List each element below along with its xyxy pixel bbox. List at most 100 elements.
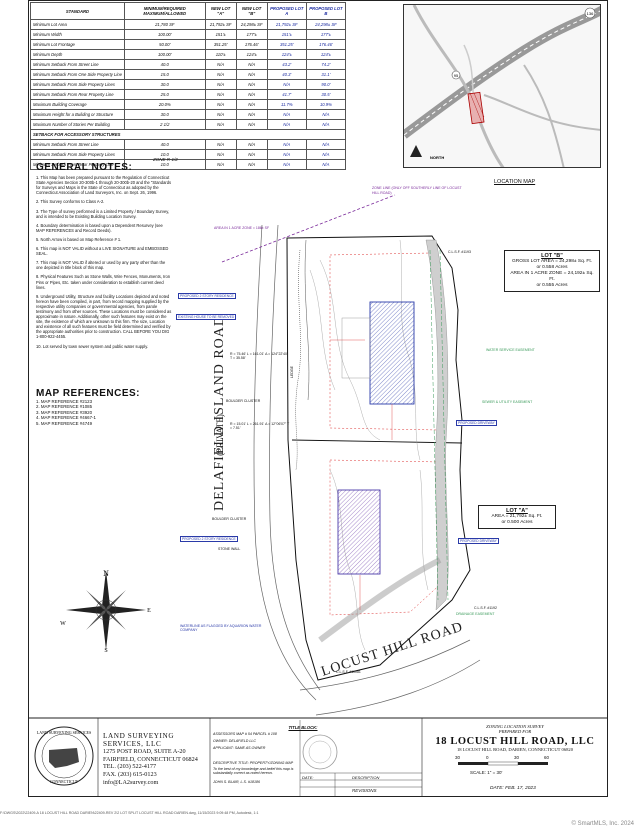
zoning-row: Minimum Setback From Side Property Lines… [30,79,347,90]
general-notes: GENERAL NOTES: 1. This Map has been prep… [36,162,172,353]
applicant: APPLICANT: SAME AS OWNER [213,746,266,750]
zoning-cell: Minimum Setback From Side Property Lines [30,149,125,160]
zoning-cell: Minimum Setback From One Side Property L… [30,69,125,80]
zoning-row: Minimum Setback From One Side Property L… [30,69,347,80]
north-arrow-icon [410,145,422,157]
assessors-ref: ASSESSORS MAP # 54 PARCEL # 108 [213,732,277,736]
title-block-heading: TITLE BLOCK: [288,725,318,730]
curve-data-label-1: R = 75.46' L = 161.01' Δ = 124°22'40" T … [230,352,289,361]
proposed-residence-label-b: PROPOSED 2 STORY RESIDENCE [178,293,236,299]
zoning-cell: 124'± [305,49,347,60]
zoning-cell: N/A [235,99,268,110]
general-note: 1. This Map has been prepared pursuant t… [36,175,172,196]
zoning-cell: N/A [305,149,347,160]
connecticut-shape-icon [49,748,79,768]
prepared-for: PREPARED FOR [498,729,532,734]
lot-b-title: LOT "B" [541,253,563,259]
certification: To the best of my knowledge and belief t… [213,767,294,775]
zoning-cell: N/A [204,89,237,100]
zoning-cell: 20.0% [123,99,206,110]
rev-date-col: DATE: [302,775,314,780]
zoning-cell: Minimum Setback From Rear Property Line [30,159,125,170]
lot-b-line1: GROSS LOT AREA = 24,298± Sq. Ft. [512,259,592,264]
lot-b-line2: or 0.558 Acres [536,265,568,270]
zoning-row: Maximum Height for a Building or Structu… [30,109,347,120]
zoning-cell: N/A [235,79,268,90]
zoning-cell: 40.3' [266,69,307,80]
zoning-cell: N/A [305,139,347,150]
zoning-cell: Maximum Building Coverage [30,99,125,110]
zoning-cell: N/A [204,69,237,80]
zoning-cell: 41.7' [266,89,307,100]
scale-num-1: 0 [486,755,489,760]
map-reference-item: 1. MAP REFERENCE #2123 [36,398,93,404]
zoning-cell: N/A [204,109,237,120]
general-note: 9. Underground Utility, Structure and fa… [36,293,172,340]
proposed-driveway-label-a: PROPOSED DRIVEWAY [458,538,499,544]
house-removed-label: EXISTING HOUSE TO BE REMOVED [176,314,237,320]
curve-data-label-2: R = 15.01' L = 261.91' Δ = 12°06'07" T =… [230,422,290,431]
map-reference-item: 4. MAP REFERENCE #4667-1 [36,415,96,421]
north-label: NORTH [430,155,444,160]
zoning-cell: N/A [235,119,268,130]
zoning-cell: N/A [204,99,237,110]
ledge-label: LEDGE [289,366,294,378]
zoning-cell: Minimum Setback From Side Property Lines [30,79,125,90]
company-email[interactable]: info@LA2survey.com [103,778,159,786]
zoning-cell: 25.0 [123,89,206,100]
survey-date: DATE: FEB. 17, 2023 [490,786,536,791]
svg-text:LAND SURVEYING SERVICES: LAND SURVEYING SERVICES [37,730,91,735]
zoning-cell: 21,780 SF [123,19,206,30]
general-note: 8. Physical Features Such as Stone Walls… [36,274,171,290]
company-tel: TEL. (203) 522-4177 [103,763,157,771]
company-logo: LAND SURVEYING SERVICES CONNECTICUT [33,722,95,790]
company-name: LAND SURVEYING [103,732,175,740]
general-note: 2. This Survey conforms to Class A-2. [36,199,105,205]
zoning-cell: 21,792± SF [204,19,237,30]
zoning-cell: 151'± [266,29,307,40]
scale-text: SCALE: 1" = 30' [470,770,503,775]
zoning-cell: 21,792± SF [266,19,307,30]
zoning-cell: N/A [235,69,268,80]
scale-num-0: 30 [455,755,461,760]
location-map-drawing: 136 95 NORTH [404,5,600,167]
delafield-private-label: (PRIVATE) [215,414,225,456]
zoning-cell: 30.0 [123,79,206,90]
watermark: © SmartMLS, Inc. 2024 [571,821,634,827]
zoning-cell: 124'± [235,49,268,60]
general-note: 7. This map is NOT VALID if altered or u… [36,260,166,271]
zoning-cell: Maximum Height for a Building or Structu… [30,109,125,120]
zoning-cell: NEW LOT "A" [204,2,237,20]
zoning-cell: N/A [266,149,307,160]
general-note: 3. The Type of survey performed is a Lim… [36,208,170,219]
zoning-cell: Minimum Lot Area [30,19,125,30]
lot-a-line1: AREA = 21,792± Sq. Ft. [491,514,543,519]
revisions-label: REVISIONS [352,788,377,793]
survey-type: ZONING LOCATION SURVEY [486,724,544,729]
area-r1-label: AREA IN 1 ACRE ZONE = 186± SF [214,226,270,230]
general-note: 5. North Arrow is based on Map Reference… [36,236,122,242]
scale-num-2: 30 [514,755,520,760]
general-notes-list: 1. This Map has been prepared pursuant t… [36,175,172,349]
sewer-easement-label: SEWER & UTILITY EASEMENT [482,400,533,404]
zoning-cell: 100.00' [123,29,206,40]
zoning-cell: 177'± [305,29,347,40]
rev-desc-col: DESCRIPTION [352,775,380,780]
zoning-cell: 50.00' [123,39,206,50]
drainage-easement-label: DRAINAGE EASEMENT [456,612,495,616]
zoning-cell: N/A [235,59,268,70]
proposed-driveway-label-b: PROPOSED DRIVEWAY [456,420,497,426]
waterline-label: WATERLINE AS FLAGGED BY AQUARION WATER C… [180,624,262,633]
zoning-cell: 30.0 [123,109,206,120]
company-info: LAND SURVEYING SERVICES, LLC 1275 POST R… [103,732,198,786]
zoning-cell: 74.2' [305,59,347,70]
project-name: 18 LOCUST HILL ROAD, LLC [435,736,595,747]
general-note: 10. Lot served by town sewer system and … [36,343,149,349]
